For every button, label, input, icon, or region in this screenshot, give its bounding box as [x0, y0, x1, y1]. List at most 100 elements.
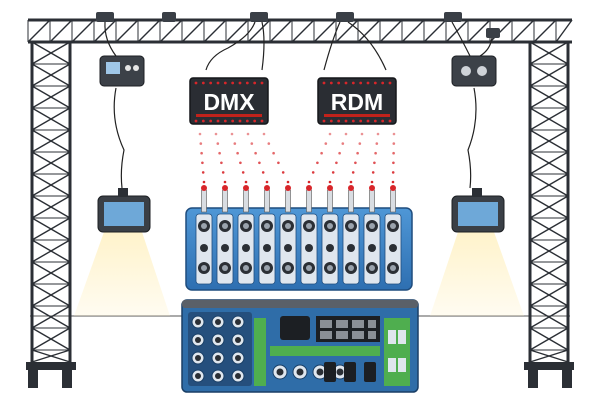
signal-dot: [392, 151, 395, 155]
signal-dot: [265, 180, 269, 184]
red-led-icon: [388, 119, 392, 123]
xlr-connector-icon: [195, 185, 213, 285]
red-led-icon: [344, 81, 348, 85]
red-led-icon: [322, 119, 326, 123]
red-led-icon: [366, 119, 370, 123]
red-led-icon: [231, 119, 235, 123]
signal-dot: [244, 180, 248, 184]
red-led-icon: [231, 81, 235, 85]
signal-dot: [344, 132, 348, 136]
xlr-connector-icon: [342, 185, 360, 285]
left-light-beam: [74, 232, 170, 316]
red-led-icon: [216, 81, 220, 85]
signal-dot: [230, 132, 234, 136]
signal-dot: [223, 180, 227, 184]
signal-dot: [214, 132, 218, 136]
red-led-icon: [351, 81, 355, 85]
signal-dot: [324, 142, 328, 145]
signal-dot: [201, 171, 205, 174]
red-led-icon: [201, 81, 205, 85]
signal-dot: [262, 132, 266, 136]
xlr-patch-panel: [185, 185, 413, 291]
signal-dot: [261, 171, 265, 174]
rdm-sign-leds: [322, 81, 392, 123]
signal-dot: [241, 171, 245, 174]
red-led-icon: [260, 81, 264, 85]
xlr-connector-icon: [384, 185, 402, 285]
signal-dot: [335, 161, 338, 165]
signal-dot: [376, 132, 380, 136]
rack-fader-grid: [316, 316, 380, 342]
red-led-icon: [260, 119, 264, 123]
red-led-icon: [337, 81, 341, 85]
signal-dot: [356, 151, 359, 155]
signal-dot: [391, 180, 395, 184]
xlr-connector-icon: [237, 185, 255, 285]
signal-dot: [201, 161, 204, 165]
red-led-icon: [194, 81, 198, 85]
rdm-sign-label: RDM: [331, 89, 383, 115]
signal-dot: [311, 171, 315, 174]
red-led-icon: [351, 119, 355, 123]
signal-dot: [307, 180, 311, 184]
signal-dot: [258, 161, 261, 165]
signal-dot: [236, 151, 239, 155]
left-truss-base: [26, 362, 76, 388]
left-dmx-controller: [99, 55, 145, 87]
dmx-sign-label: DMX: [203, 89, 255, 115]
right-moving-head-fixture: [451, 188, 505, 233]
red-led-icon: [329, 119, 333, 123]
xlr-connector-icon: [321, 185, 339, 285]
red-led-icon: [381, 119, 385, 123]
signal-dot: [220, 161, 223, 165]
dmx-sign-leds: [194, 81, 264, 123]
signal-dot: [391, 171, 395, 174]
signal-dot: [267, 142, 271, 145]
top-truss-beam: [27, 18, 573, 44]
signal-dot: [354, 161, 357, 165]
signal-dot: [239, 161, 242, 165]
signal-dot: [198, 132, 202, 136]
red-led-icon: [253, 119, 257, 123]
red-led-icon: [373, 119, 377, 123]
rack-display: [280, 316, 310, 340]
red-led-icon: [373, 81, 377, 85]
signal-dot: [358, 142, 362, 145]
xlr-connector-icon: [258, 185, 276, 285]
rack-dmx-interface: [181, 299, 419, 393]
red-led-icon: [337, 119, 341, 123]
red-led-icon: [245, 81, 249, 85]
signal-dot: [199, 142, 203, 145]
signal-dot: [375, 142, 379, 145]
red-led-icon: [223, 119, 227, 123]
patch-connectors: [195, 185, 402, 285]
signal-dot: [250, 142, 254, 145]
signal-dot: [331, 171, 335, 174]
signal-dot: [320, 151, 323, 155]
signal-dot: [370, 180, 374, 184]
right-truss-base: [524, 362, 574, 388]
red-led-icon: [223, 81, 227, 85]
signal-dot: [316, 161, 319, 165]
signal-dot: [272, 151, 275, 155]
signal-dot: [374, 151, 377, 155]
xlr-connector-icon: [279, 185, 297, 285]
dmx-sign: DMX: [189, 77, 269, 125]
signal-dot: [200, 151, 203, 155]
signal-dot: [349, 180, 353, 184]
red-led-icon: [201, 119, 205, 123]
rdm-sign: RDM: [317, 77, 397, 125]
signal-dot: [286, 180, 290, 184]
signal-dot: [371, 171, 375, 174]
left-moving-head-fixture: [97, 188, 151, 233]
red-led-icon: [209, 119, 213, 123]
red-led-icon: [216, 119, 220, 123]
signal-dot: [341, 142, 345, 145]
signal-dot: [373, 161, 376, 165]
red-led-icon: [238, 81, 242, 85]
left-truss-tower: [30, 41, 72, 363]
signal-dot: [392, 161, 395, 165]
red-led-icon: [359, 119, 363, 123]
red-led-icon: [388, 81, 392, 85]
